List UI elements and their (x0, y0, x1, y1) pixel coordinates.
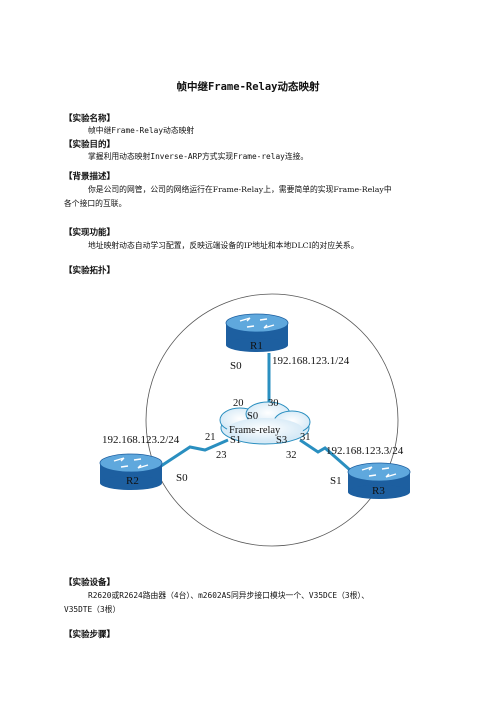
section-text-equipment-line2: V35DTE（3根） (64, 605, 121, 614)
r2-ip-label: 192.168.123.2/24 (102, 434, 180, 446)
router-r1-label: R1 (250, 340, 263, 352)
section-heading-purpose: 【实验目的】 (64, 140, 116, 150)
r2-port-label: S0 (176, 472, 188, 484)
link-r3-fr (299, 438, 351, 472)
fr-s0-label: S0 (247, 411, 258, 422)
dlci-21-label: 21 (205, 432, 216, 443)
dlci-20-label: 20 (233, 398, 244, 409)
section-text-function: 地址映射动态自动学习配置，反映远端设备的IP地址和本地DLCI的对应关系。 (88, 241, 359, 250)
section-text-background-line1: 你是公司的网管，公司的网络运行在Frame-Relay上，需要简单的实现Fram… (88, 185, 392, 194)
section-heading-background: 【背景描述】 (64, 172, 116, 182)
section-text-background-line2: 各个接口的互联。 (64, 199, 127, 208)
section-heading-topology: 【实验拓扑】 (64, 266, 116, 276)
r3-port-label: S1 (330, 475, 342, 487)
router-r3-icon (347, 462, 411, 499)
link-r2-fr (157, 438, 229, 470)
fr-s1-label: S1 (230, 435, 241, 446)
dlci-30-label: 30 (268, 398, 279, 409)
dlci-31-label: 31 (300, 432, 311, 443)
frame-relay-cloud (219, 401, 311, 445)
section-text-purpose: 掌握利用动态映射Inverse-ARP方式实现Frame-relay连接。 (88, 152, 309, 161)
router-r3-label: R3 (372, 485, 385, 497)
router-r2-label: R2 (126, 475, 139, 487)
r1-port-label: S0 (230, 360, 242, 372)
dlci-32-label: 32 (286, 450, 297, 461)
section-heading-equipment: 【实验设备】 (64, 578, 116, 588)
router-r1-icon (225, 313, 289, 352)
section-heading-steps: 【实验步骤】 (64, 630, 116, 640)
dlci-23-label: 23 (216, 450, 227, 461)
r1-ip-label: 192.168.123.1/24 (272, 355, 350, 367)
section-heading-function: 【实现功能】 (64, 228, 116, 238)
page-title: 帧中继Frame-Relay动态映射 (176, 81, 320, 93)
section-text-name: 帧中继Frame-Relay动态映射 (88, 126, 195, 135)
section-text-equipment-line1: R2620或R2624路由器（4台）、m2602AS同异步接口模块一个、V35D… (88, 591, 370, 600)
router-r2-icon (99, 453, 163, 490)
r3-ip-label: 192.168.123.3/24 (326, 445, 404, 457)
frame-relay-label: Frame-relay (229, 425, 281, 436)
fr-s3-label: S3 (276, 435, 287, 446)
section-heading-name: 【实验名称】 (64, 114, 116, 124)
topology-circle (145, 293, 399, 547)
